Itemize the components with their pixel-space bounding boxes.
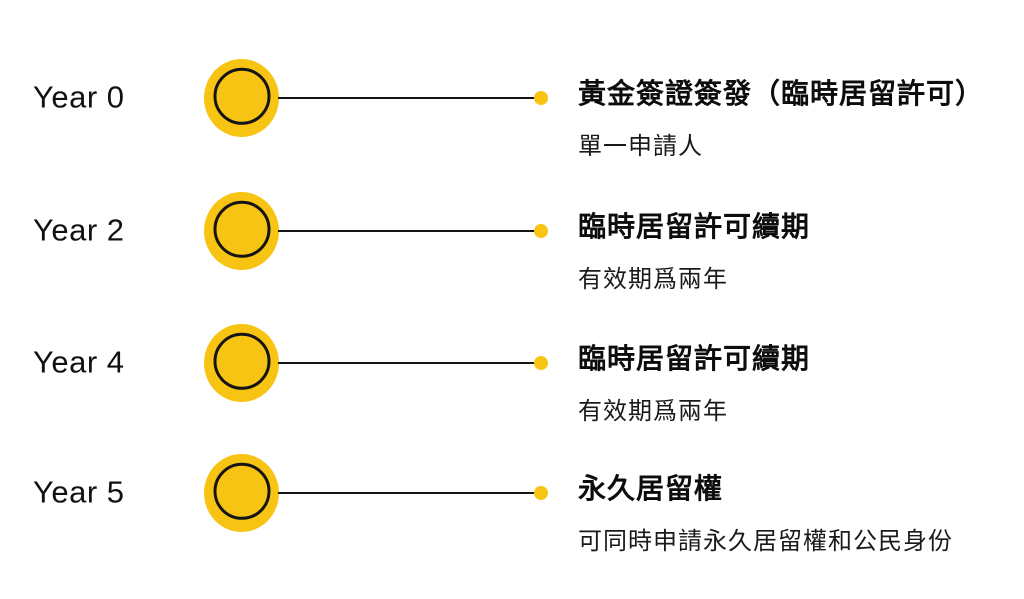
connector-line	[278, 96, 535, 100]
milestone-ring-icon	[213, 200, 270, 258]
milestone-circle-icon	[204, 192, 279, 270]
connector-line	[278, 361, 535, 365]
milestone-ring-icon	[213, 462, 270, 520]
year-label: Year 5	[33, 474, 125, 510]
connector-line	[278, 229, 535, 233]
milestone-circle-icon	[204, 59, 279, 137]
year-label: Year 2	[33, 212, 125, 248]
milestone-subtitle: 有效期爲兩年	[578, 398, 728, 425]
milestone-subtitle: 單一申請人	[578, 133, 703, 160]
connector-end-dot-icon	[534, 486, 548, 500]
milestone-title: 永久居留權	[578, 473, 724, 504]
connector-end-dot-icon	[534, 91, 548, 105]
milestone-circle-icon	[204, 324, 279, 402]
connector-end-dot-icon	[534, 224, 548, 238]
milestone-ring-icon	[213, 332, 270, 390]
year-label: Year 0	[33, 79, 125, 115]
milestone-subtitle: 可同時申請永久居留權和公民身份	[578, 528, 953, 555]
connector-line	[278, 491, 535, 495]
milestone-title: 黃金簽證簽發（臨時居留許可）	[578, 78, 985, 109]
connector-end-dot-icon	[534, 356, 548, 370]
milestone-subtitle: 有效期爲兩年	[578, 266, 728, 293]
milestone-title: 臨時居留許可續期	[578, 211, 811, 242]
year-label: Year 4	[33, 344, 125, 380]
milestone-circle-icon	[204, 454, 279, 532]
milestone-ring-icon	[213, 67, 270, 125]
milestone-title: 臨時居留許可續期	[578, 343, 811, 374]
